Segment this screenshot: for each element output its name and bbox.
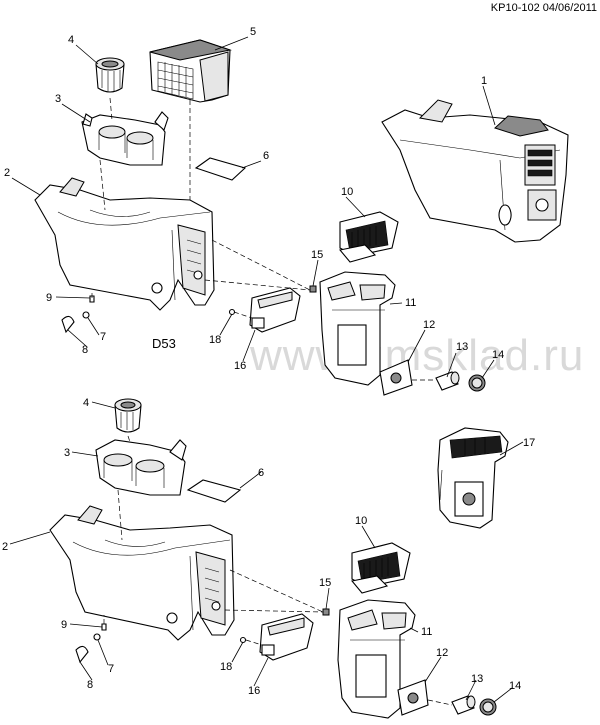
part-screw-9-bottom [101, 623, 107, 631]
callout-2: 2 [4, 167, 10, 179]
part-air-outlet-bottom [350, 542, 411, 594]
callouts-top: 1 2 3 4 5 6 7 8 9 10 11 12 13 14 15 16 1… [4, 26, 504, 372]
callout-12: 12 [436, 647, 448, 659]
part-cup-holder-insert-bottom [95, 439, 187, 496]
part-screw-7-bottom [93, 633, 101, 641]
part-screw-18-bottom [239, 636, 247, 644]
assembly-line [229, 569, 324, 613]
part-nut-bottom [322, 608, 330, 616]
assembly-line [99, 159, 106, 211]
callout-11: 11 [421, 626, 432, 638]
part-mat-top [194, 157, 247, 181]
callout-10: 10 [341, 186, 353, 198]
callout-3: 3 [55, 93, 61, 105]
callout-5: 5 [250, 26, 256, 38]
callout-12: 12 [423, 319, 435, 331]
callout-8: 8 [87, 679, 93, 691]
diagram-reference: KP10-102 04/06/2011 [491, 2, 597, 14]
part-screw-9-top [89, 295, 95, 303]
callout-7: 7 [100, 331, 106, 343]
callout-14: 14 [509, 680, 521, 692]
assembly-line [427, 699, 453, 706]
part-rear-trim-panel-17 [437, 427, 509, 529]
assembly-line [224, 609, 324, 613]
callout-7: 7 [108, 663, 114, 675]
part-cup-holder-insert-top [81, 111, 169, 166]
callout-18: 18 [220, 661, 232, 673]
part-cup-holder-bottom [114, 398, 142, 433]
part-storage-bin-top [149, 39, 232, 103]
callout-13: 13 [456, 341, 468, 353]
part-cup-holder-top [95, 57, 125, 93]
part-nut-top [309, 285, 317, 293]
callout-6: 6 [258, 467, 264, 479]
leader-lines [9, 36, 524, 703]
part-air-outlet-top [338, 211, 399, 263]
part-console-bottom [49, 505, 235, 641]
variant-label: D53 [152, 336, 176, 351]
watermark: www.gmsklad.ru [249, 331, 584, 380]
callout-11: 11 [405, 297, 416, 309]
assembly-line [204, 279, 311, 291]
part-rear-trim-panel-bottom [337, 599, 416, 719]
part-console-assembly-top [381, 99, 569, 243]
callout-2: 2 [2, 541, 8, 553]
callout-9: 9 [61, 619, 67, 631]
part-screw-18-top [228, 308, 236, 316]
part-clip-8-top [61, 315, 75, 334]
callout-4: 4 [68, 34, 74, 46]
part-power-outlet-bottom [451, 695, 476, 715]
part-screw-7-top [82, 311, 90, 319]
assembly-line [245, 639, 263, 646]
part-tray-bottom [259, 613, 314, 661]
part-clip-8-bottom [75, 645, 89, 664]
callout-16: 16 [248, 685, 260, 697]
callout-16: 16 [234, 360, 246, 372]
callout-14: 14 [492, 349, 504, 361]
assembly-line [109, 97, 113, 121]
callout-4: 4 [83, 397, 89, 409]
part-rear-trim-panel-top [319, 271, 396, 386]
part-cap-top [468, 374, 486, 392]
part-outlet-bezel-top [379, 359, 413, 396]
part-mat-bottom [186, 479, 242, 503]
callout-18: 18 [209, 334, 221, 346]
part-cap-bottom [479, 698, 497, 716]
callout-8: 8 [82, 344, 88, 356]
callout-15: 15 [311, 249, 323, 261]
part-console-top [34, 177, 215, 311]
part-power-outlet-top [435, 371, 460, 391]
callout-13: 13 [471, 673, 483, 685]
part-outlet-bezel-bottom [397, 679, 429, 716]
callout-10: 10 [355, 515, 367, 527]
assembly-line [211, 239, 311, 291]
callout-15: 15 [319, 577, 331, 589]
assembly-line [117, 489, 123, 541]
callout-3: 3 [64, 447, 70, 459]
callout-1: 1 [481, 75, 487, 87]
assembly-line [127, 435, 131, 443]
assembly-line [233, 311, 253, 319]
callouts-bottom: 2 3 4 6 7 8 9 10 11 12 13 14 15 16 17 18 [2, 397, 535, 697]
callout-9: 9 [46, 292, 52, 304]
part-tray-top [249, 287, 301, 333]
callout-6: 6 [263, 150, 269, 162]
callout-17: 17 [523, 437, 535, 449]
